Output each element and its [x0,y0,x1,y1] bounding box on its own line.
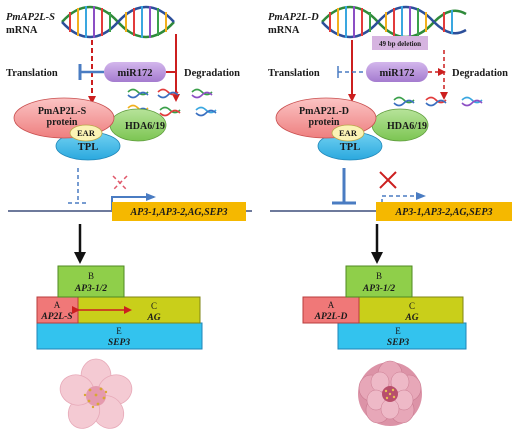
right-deletion-box [372,36,428,50]
right-gene-label: PmAP2L-D [268,12,319,23]
right-ear-label: EAR [339,128,358,138]
left-translation-label: Translation [6,68,58,79]
left-mrna-label: mRNA [6,25,38,36]
right-block-e [337,322,467,350]
left-target-genes: AP3-1,AP3-2,AG,SEP3 [130,207,228,218]
right-block-e-gene: SEP3 [387,338,409,348]
right-panel: 49 bp deletion PmAP2L-D mRNA Translation… [268,5,512,426]
right-block-b-title: B [376,271,382,281]
right-blocked-x-icon [379,171,397,189]
left-block-b [57,265,125,298]
right-fragments-icon [393,96,483,107]
left-protein-line2: protein [47,117,78,128]
left-hda-label: HDA6/19 [125,121,165,132]
right-mirna-pill [366,62,428,82]
left-target-box [112,202,246,221]
right-target-box [376,202,512,221]
left-tpl-label: TPL [78,142,98,153]
right-protein-line1: PmAP2L-D [299,106,349,117]
left-block-e [36,322,203,350]
right-block-b-gene: AP3-1/2 [362,284,395,294]
left-mirna-pill [104,62,166,82]
right-protein-line2: protein [309,117,340,128]
right-block-a-title: A [328,300,335,310]
right-block-c-title: C [409,301,415,311]
right-degradation-label: Degradation [452,68,508,79]
right-block-a [302,296,360,324]
left-mrna-helix-icon [61,5,175,39]
left-block-a-title: A [54,300,61,310]
left-ear-label: EAR [77,128,96,138]
right-transcription-arrow [381,192,426,210]
right-block-a-gene: AP2L-D [314,312,348,322]
left-ear-ellipse [69,124,103,142]
right-block-c [358,296,464,324]
left-protein-line1: PmAP2L-S [38,106,87,117]
right-tpl-label: TPL [340,142,360,153]
right-hda-label: HDA6/19 [387,121,427,132]
left-blocked-x-icon [112,175,128,191]
left-degradation-label: Degradation [184,68,240,79]
left-gene-label: PmAP2L-S [6,12,55,23]
left-panel: PmAP2L-S mRNA Translation miR172 Degrada… [6,5,252,429]
right-block-c-gene: AG [404,313,418,323]
left-block-c-title: C [151,301,157,311]
left-block-e-gene: SEP3 [108,338,130,348]
left-block-a-gene: AP2L-S [40,312,72,322]
right-block-b [345,265,413,298]
left-block-c-gene: AG [146,313,160,323]
right-mrna-label: mRNA [268,25,300,36]
left-block-b-title: B [88,271,94,281]
right-translation-label: Translation [268,68,320,79]
left-block-e-title: E [116,326,122,336]
left-block-b-gene: AP3-1/2 [74,284,107,294]
right-mrna-helix-icon [321,5,467,39]
left-flower-image [59,358,133,429]
left-mirna-label: miR172 [118,68,153,79]
right-mirna-label: miR172 [380,68,415,79]
right-ear-ellipse [331,124,365,142]
right-deletion-label: 49 bp deletion [379,40,421,48]
right-target-genes: AP3-1,AP3-2,AG,SEP3 [395,207,493,218]
right-block-e-title: E [395,326,401,336]
right-flower-image [358,360,422,426]
